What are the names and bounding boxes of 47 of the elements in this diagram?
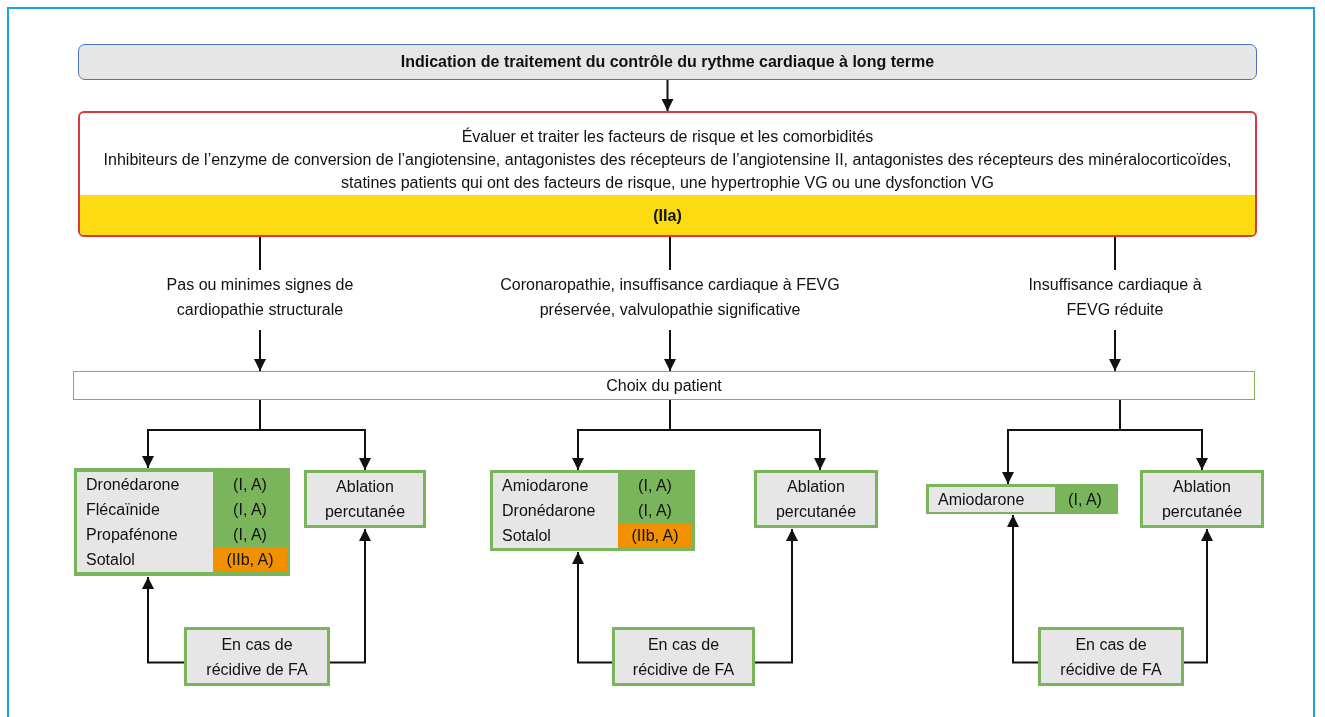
- recommendation-class: (IIb, A): [213, 547, 287, 572]
- drug-name: Dronédarone: [85, 475, 181, 495]
- drug-row: [493, 473, 692, 498]
- recommendation-class: (I, A): [213, 522, 287, 547]
- drug-row: [77, 472, 287, 497]
- drug-name: Dronédarone: [501, 501, 597, 521]
- recommendation-class: (I, A): [618, 498, 692, 523]
- arrow: [661, 79, 674, 112]
- drug-table: [490, 470, 695, 551]
- option-box: En cas de récidive de FA: [184, 627, 330, 686]
- option-box: En cas de récidive de FA: [612, 627, 755, 686]
- recommendation-class: (I, A): [1055, 486, 1115, 512]
- drug-name: Propafénone: [85, 525, 179, 545]
- arrow: [754, 528, 798, 664]
- drug-name: Flécaïnide: [85, 500, 161, 520]
- arrow: [254, 329, 266, 372]
- class-band: (IIa): [80, 195, 1255, 235]
- arrow: [142, 576, 185, 664]
- arrow: [664, 329, 676, 372]
- arrow: [259, 399, 371, 471]
- recommendation-class: (I, A): [618, 473, 692, 498]
- arrow: [669, 399, 826, 471]
- arrow: [572, 551, 613, 664]
- recommendation-class: (I, A): [213, 497, 287, 522]
- title-box: Indication de traitement du contrôle du rythme cardiaque à long terme: [78, 44, 1257, 80]
- arrow: [1007, 514, 1039, 664]
- option-box: En cas de récidive de FA: [1038, 627, 1184, 686]
- drug-table: [74, 468, 290, 576]
- recommendation-class: (IIb, A): [618, 523, 692, 548]
- option-box: Ablation percutanée: [754, 470, 878, 528]
- arrow: [1119, 399, 1208, 471]
- drug-name: Amiodarone: [937, 489, 1026, 510]
- arrow: [1109, 329, 1121, 372]
- heading-text: Évaluer et traiter les facteurs de risque et les comorbidités: [460, 126, 875, 147]
- drug-row: [493, 523, 692, 548]
- option-box: Ablation percutanée: [304, 470, 426, 528]
- recommendation-class: (I, A): [213, 472, 287, 497]
- drug-name: Amiodarone: [501, 476, 590, 496]
- drug-name: Sotalol: [85, 550, 136, 570]
- drug-row: [77, 547, 287, 572]
- arrow: [1183, 528, 1213, 664]
- arrow: [329, 528, 371, 664]
- choice-box: Choix du patient: [73, 371, 1255, 400]
- recommendation-box: [78, 111, 1257, 237]
- drug-name: Sotalol: [501, 526, 552, 546]
- option-box: Ablation percutanée: [1140, 470, 1264, 528]
- body-text: Inhibiteurs de l’enzyme de conversion de l’angiotensine, antagonistes des récepteurs de l’angiotensine II, antagonistes des récepteurs des minéralocorticoïdes, statines patients qui ont des facteurs de risque, une hypertrophie VG ou une dysfonction VG: [102, 150, 1233, 193]
